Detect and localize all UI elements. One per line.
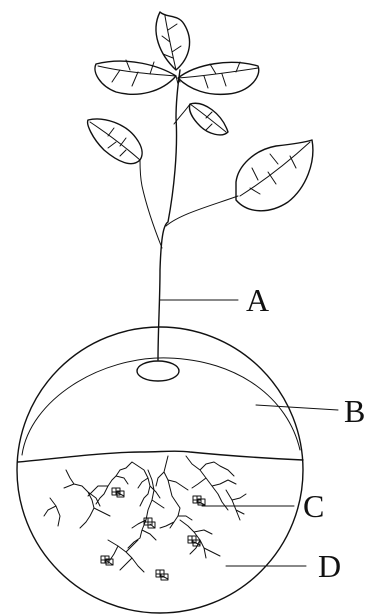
- leaf-upper-right: [178, 62, 259, 94]
- leaf-large-right: [236, 140, 313, 211]
- nodule-6: [156, 570, 168, 580]
- leaf-middle-left: [88, 119, 142, 164]
- leaves: [88, 12, 313, 211]
- label-b: B: [344, 393, 365, 429]
- labels: A B C D: [246, 282, 365, 584]
- leaf-upper-left: [95, 60, 176, 94]
- roots: [44, 456, 246, 572]
- nodule-2: [193, 496, 205, 505]
- label-c: C: [303, 488, 324, 524]
- nodule-1: [112, 488, 124, 497]
- label-a: A: [246, 282, 269, 318]
- leader-line-b: [256, 405, 338, 410]
- stems: [140, 70, 238, 360]
- leader-lines: [160, 300, 338, 566]
- leaf-small-right: [189, 103, 228, 135]
- leaf-top: [156, 12, 190, 70]
- label-d: D: [318, 548, 341, 584]
- root-nodules: [101, 488, 205, 580]
